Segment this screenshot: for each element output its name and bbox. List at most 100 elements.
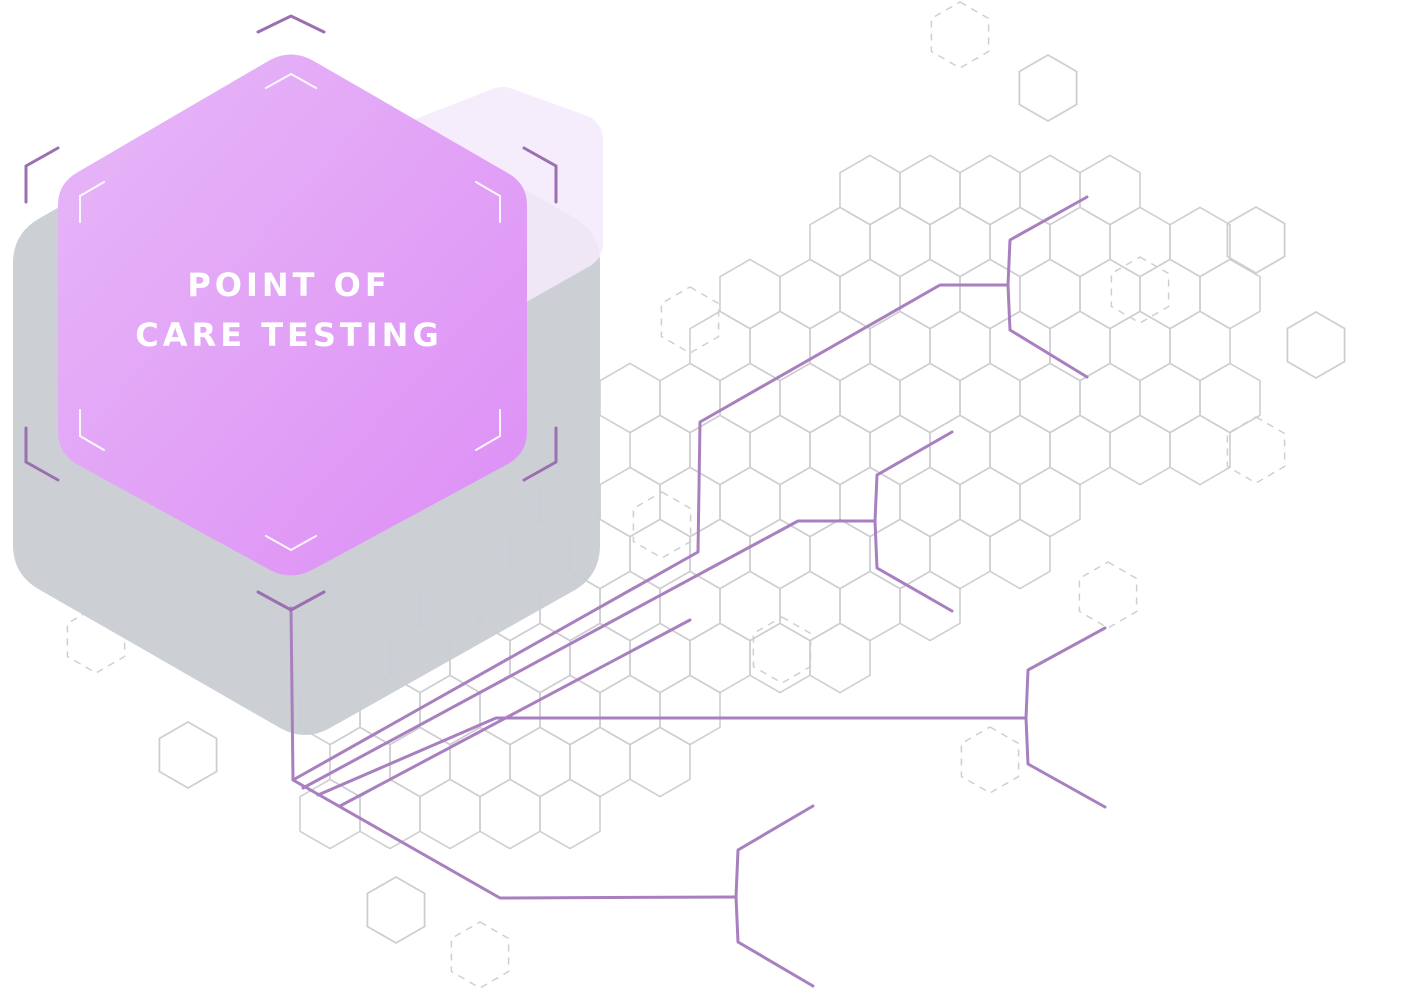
- honeycomb-cell: [989, 414, 1051, 486]
- honeycomb-cell: [959, 154, 1021, 226]
- honeycomb-cell: [899, 258, 961, 330]
- honeycomb-cell: [689, 310, 751, 382]
- honeycomb-cell: [1019, 258, 1081, 330]
- honeycomb-cell: [899, 570, 961, 642]
- inner-bracket: [265, 535, 317, 552]
- frame-bracket: [256, 590, 326, 612]
- honeycomb-cell: [1169, 310, 1231, 382]
- frame-bracket: [256, 14, 326, 34]
- connector-line: [338, 618, 692, 808]
- frame-bracket: [522, 426, 558, 482]
- honeycomb-cell: [629, 622, 691, 694]
- honeycomb-cell: [1019, 154, 1081, 226]
- honeycomb-cell: [839, 362, 901, 434]
- honeycomb-cell: [809, 414, 871, 486]
- connector-lines: [289, 195, 1107, 988]
- inner-bracket: [475, 409, 501, 451]
- honeycomb-cell: [959, 362, 1021, 434]
- honeycomb-cell: [869, 206, 931, 278]
- hero-title-line-1: POINT OF: [187, 266, 390, 304]
- inner-bracket: [475, 181, 501, 223]
- honeycomb-cell: [1079, 154, 1141, 226]
- honeycomb-cell: [719, 466, 781, 538]
- honeycomb-cell: [1019, 362, 1081, 434]
- dashed-hexagon: [450, 921, 510, 989]
- frame-bracket: [522, 146, 558, 204]
- dashed-hexagon: [960, 726, 1020, 794]
- outer-frame-brackets: [24, 14, 558, 612]
- honeycomb-cell: [749, 310, 811, 382]
- connector-line: [734, 895, 815, 988]
- connector-line: [291, 283, 1010, 782]
- connector-line: [316, 716, 1028, 797]
- connector-line: [1024, 716, 1107, 809]
- honeycomb-cell: [1109, 310, 1171, 382]
- honeycomb-cell: [599, 674, 661, 746]
- connector-line: [1006, 283, 1089, 379]
- honeycomb-cell: [839, 570, 901, 642]
- honeycomb-cell: [749, 622, 811, 694]
- honeycomb-cell: [989, 518, 1051, 590]
- honeycomb-cell: [569, 726, 631, 798]
- honeycomb-cell: [659, 362, 721, 434]
- honeycomb-cell: [509, 622, 571, 694]
- inner-bracket: [79, 409, 105, 451]
- honeycomb-cell: [989, 310, 1051, 382]
- honeycomb-cell: [839, 154, 901, 226]
- honeycomb-cell: [479, 778, 541, 850]
- frame-bracket: [24, 426, 60, 482]
- honeycomb-cell: [839, 258, 901, 330]
- honeycomb-cell: [419, 778, 481, 850]
- connector-line: [301, 519, 877, 790]
- honeycomb-cell: [869, 518, 931, 590]
- outline-hexagon: [158, 720, 218, 790]
- honeycomb-cell: [749, 414, 811, 486]
- honeycomb-cell: [839, 466, 901, 538]
- outline-hexagon: [1226, 205, 1286, 275]
- dashed-hexagon: [632, 491, 692, 559]
- honeycomb-cell: [929, 206, 991, 278]
- dashed-hexagon: [1078, 561, 1138, 629]
- honeycomb-cell: [929, 310, 991, 382]
- honeycomb-cell: [959, 466, 1021, 538]
- honeycomb-cell: [1109, 414, 1171, 486]
- inner-frame-brackets: [79, 72, 501, 552]
- outline-hexagon: [1018, 53, 1078, 123]
- honeycomb-cell: [539, 674, 601, 746]
- honeycomb-cell: [929, 414, 991, 486]
- outline-hexagon: [366, 875, 426, 945]
- honeycomb-cell: [1139, 362, 1201, 434]
- honeycomb-cell: [599, 570, 661, 642]
- honeycomb-cell: [869, 310, 931, 382]
- honeycomb-cell: [599, 362, 661, 434]
- honeycomb-cell: [1079, 362, 1141, 434]
- honeycomb-cell: [1139, 258, 1201, 330]
- honeycomb-cell: [1169, 414, 1231, 486]
- hero-hexagon: [58, 54, 527, 576]
- connector-line: [1024, 626, 1107, 720]
- connector-line: [734, 804, 815, 899]
- honeycomb-cell: [989, 206, 1051, 278]
- honeycomb-cell: [719, 570, 781, 642]
- dashed-hexagon: [1226, 416, 1286, 484]
- honeycomb-cell: [1049, 206, 1111, 278]
- honeycomb-cell: [1109, 206, 1171, 278]
- honeycomb-cell: [689, 622, 751, 694]
- honeycomb-cell: [719, 258, 781, 330]
- honeycomb-cell: [809, 518, 871, 590]
- inner-bracket: [79, 181, 105, 223]
- outline-hexagon: [1286, 310, 1346, 380]
- honeycomb-cell: [629, 726, 691, 798]
- dashed-hexagon: [752, 616, 812, 684]
- honeycomb-cell: [629, 414, 691, 486]
- honeycomb-cell: [1049, 414, 1111, 486]
- honeycomb-cell: [719, 362, 781, 434]
- honeycomb-cell: [659, 674, 721, 746]
- honeycomb-cell: [1199, 362, 1261, 434]
- honeycomb-cell: [959, 258, 1021, 330]
- frame-bracket: [24, 146, 60, 204]
- outline-hexagons: [158, 53, 1346, 945]
- hero-title-line-2: CARE TESTING: [135, 316, 442, 354]
- honeycomb-cell: [449, 726, 511, 798]
